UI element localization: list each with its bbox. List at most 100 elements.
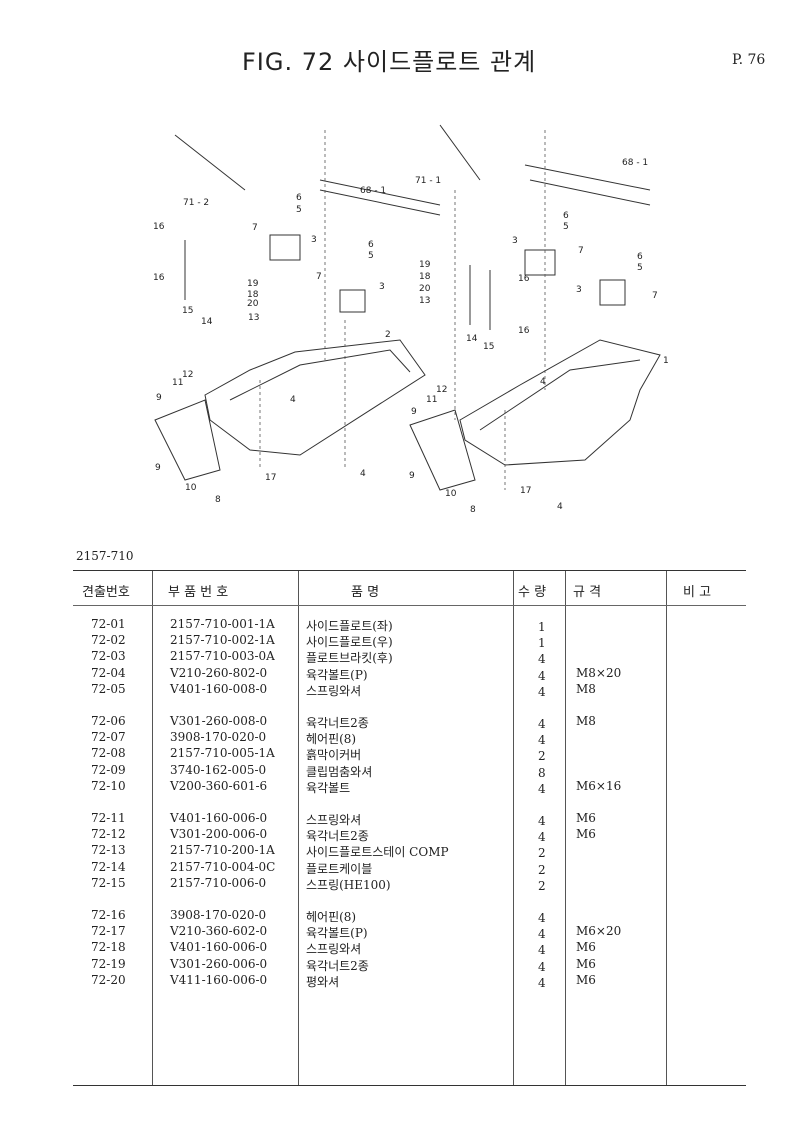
cell-ref-no: 72-19	[91, 956, 126, 971]
cell-ref-no: 72-09	[91, 762, 126, 777]
callout-label: 4	[540, 377, 546, 387]
header-remarks: 비 고	[683, 585, 712, 600]
callout-label: 3	[512, 236, 518, 246]
cell-part-no: 2157-710-001-1A	[170, 617, 275, 631]
callout-label: 18	[419, 272, 431, 282]
cell-spec: M6	[576, 940, 596, 955]
cell-part-name: 육각볼트(P)	[306, 926, 368, 941]
callout-label: 15	[182, 306, 193, 316]
cell-qty: 4	[538, 733, 546, 748]
header-ref-no: 견출번호	[82, 585, 130, 600]
cell-qty: 2	[538, 846, 546, 861]
page-title: FIG. 72 사이드플로트 관계	[242, 48, 537, 76]
cell-qty: 1	[538, 620, 546, 634]
cell-ref-no: 72-06	[91, 714, 126, 728]
header-part-name: 품 명	[351, 585, 380, 600]
callout-label: 4	[557, 502, 563, 512]
cell-ref-no: 72-04	[91, 665, 126, 680]
cell-ref-no: 72-07	[91, 730, 126, 745]
header-part-no: 부 품 번 호	[168, 585, 229, 600]
page-number: P. 76	[732, 52, 766, 68]
cell-part-name: 스프링와셔	[306, 942, 362, 957]
callout-label: 9	[411, 407, 417, 417]
callout-label: 68 - 1	[622, 158, 648, 168]
cell-spec: M6	[576, 811, 596, 825]
diagram-callouts: 71 - 2 68 - 1 6 5 7 3 16 16 15 14 13 19 …	[153, 158, 669, 515]
cell-part-no: V411-160-006-0	[170, 972, 268, 987]
header-qty: 수 량	[518, 585, 547, 600]
callout-label: 6	[368, 240, 374, 250]
cell-spec: M6	[576, 972, 596, 987]
callout-label: 16	[518, 274, 530, 284]
cell-ref-no: 72-11	[91, 811, 126, 825]
exploded-parts-diagram: 71 - 2 68 - 1 6 5 7 3 16 16 15 14 13 19 …	[153, 124, 669, 515]
cell-qty: 4	[538, 652, 546, 667]
cell-ref-no: 72-03	[91, 649, 126, 664]
cell-ref-no: 72-20	[91, 972, 126, 987]
callout-label: 20	[247, 299, 259, 309]
cell-part-no: V210-360-602-0	[170, 924, 268, 939]
cell-part-name: 사이드플로트(우)	[306, 635, 393, 650]
callout-label: 14	[466, 334, 478, 344]
cell-part-no: 2157-710-003-0A	[170, 649, 275, 664]
cell-part-name: 헤어핀(8)	[306, 732, 357, 747]
callout-label: 7	[252, 223, 258, 233]
callout-label: 9	[155, 463, 161, 473]
cell-ref-no: 72-13	[91, 843, 126, 858]
cell-part-name: 육각너트2종	[306, 829, 369, 844]
callout-label: 12	[182, 370, 193, 380]
cell-part-no: V401-160-008-0	[170, 681, 268, 696]
cell-part-name: 사이드플로트스테이 COMP	[306, 845, 449, 860]
callout-label: 8	[470, 505, 476, 515]
callout-label: 4	[290, 395, 296, 405]
callout-label: 7	[652, 291, 658, 301]
cell-part-name: 평와셔	[306, 974, 340, 989]
cell-part-name: 플로트케이블	[306, 861, 373, 876]
callout-label: 5	[637, 263, 643, 273]
cell-spec: M6×16	[576, 778, 622, 793]
cell-spec: M8×20	[576, 665, 622, 680]
callout-label: 10	[185, 483, 197, 493]
header-spec: 규 격	[573, 585, 602, 600]
cell-qty: 2	[538, 862, 546, 877]
cell-part-no: 3740-162-005-0	[170, 762, 267, 777]
callout-label: 14	[201, 317, 213, 327]
cell-ref-no: 72-02	[91, 633, 126, 648]
cell-part-no: 2157-710-002-1A	[170, 633, 275, 648]
callout-label: 6	[296, 193, 302, 203]
cell-qty: 4	[538, 814, 546, 828]
cell-part-name: 스프링와셔	[306, 813, 362, 827]
cell-spec: M6×20	[576, 924, 622, 939]
callout-label: 11	[426, 395, 437, 405]
cell-ref-no: 72-15	[91, 875, 126, 890]
cell-qty: 4	[538, 943, 546, 958]
cell-part-name: 플로트브라킷(후)	[306, 651, 393, 666]
cell-qty: 2	[538, 878, 546, 893]
cell-part-no: 3908-170-020-0	[170, 730, 267, 745]
callout-label: 6	[637, 252, 643, 262]
table-row: 72-07 3908-170-020-0 헤어핀(8) 4	[73, 730, 746, 748]
cell-part-name: 스프링(HE100)	[306, 877, 391, 892]
cell-ref-no: 72-18	[91, 940, 126, 955]
cell-part-no: V401-160-006-0	[170, 811, 268, 825]
cell-ref-no: 72-08	[91, 746, 126, 761]
cell-ref-no: 72-14	[91, 859, 126, 874]
cell-part-no: V301-260-006-0	[170, 956, 268, 971]
cell-part-no: V210-260-802-0	[170, 665, 268, 680]
callout-label: 13	[419, 296, 430, 306]
callout-label: 12	[436, 385, 447, 395]
